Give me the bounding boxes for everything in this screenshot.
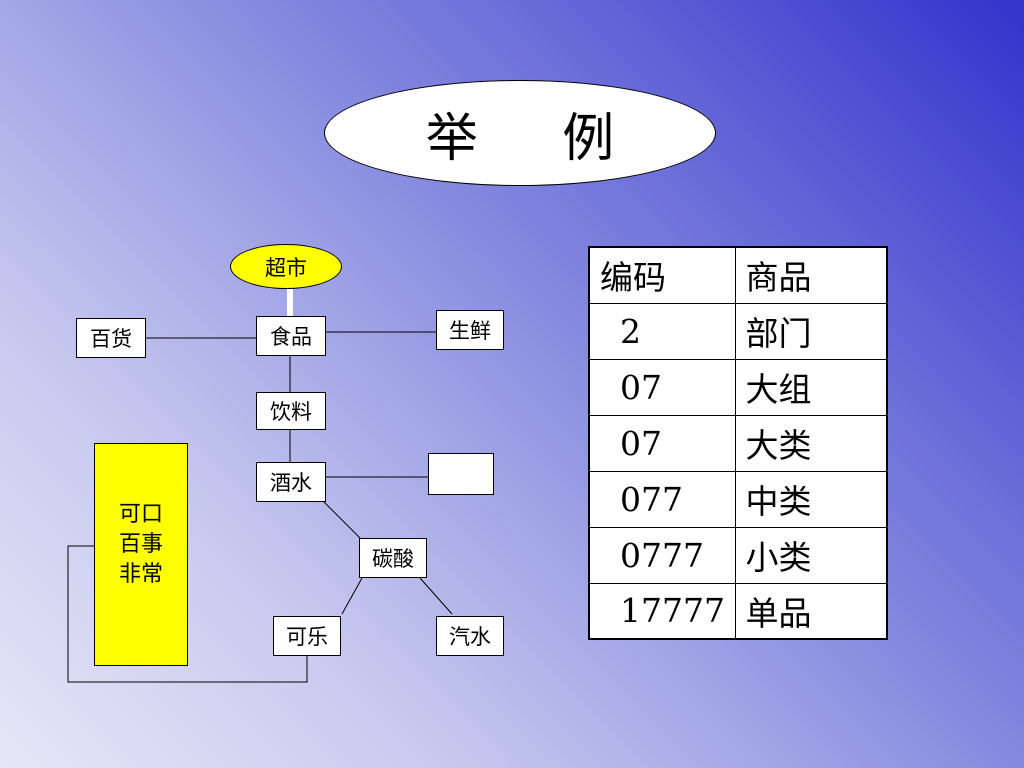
node-cola: 可乐 <box>273 616 341 656</box>
slide-title-text: 举 例 <box>425 108 649 169</box>
node-supermarket-label: 超市 <box>265 255 307 280</box>
cell-level: 小类 <box>734 526 888 584</box>
node-supermarket: 超市 <box>230 244 342 289</box>
node-liquor: 酒水 <box>256 462 326 502</box>
header-code: 编码 <box>588 246 736 304</box>
cell-code: 077 <box>588 470 736 528</box>
node-soda-water-label: 汽水 <box>449 625 491 649</box>
brand-line: 百事 <box>118 531 163 557</box>
table-row: 17777 单品 <box>588 582 888 640</box>
node-empty-box <box>428 453 494 495</box>
connector-cola-brands <box>67 545 308 683</box>
cell-code: 2 <box>588 302 736 360</box>
cell-level: 大组 <box>734 358 888 416</box>
node-liquor-label: 酒水 <box>270 471 312 495</box>
node-cola-label: 可乐 <box>286 625 328 649</box>
node-food: 食品 <box>256 316 326 356</box>
code-table: 编码 商品 2 部门 07 大组 07 大类 077 中类 0777 小类 17… <box>588 246 888 640</box>
brand-line: 非常 <box>118 561 163 587</box>
node-carbonated-label: 碳酸 <box>372 547 414 571</box>
node-general-goods: 百货 <box>76 318 146 358</box>
table-header-row: 编码 商品 <box>588 246 888 304</box>
node-carbonated: 碳酸 <box>359 538 427 578</box>
cell-level: 中类 <box>734 470 888 528</box>
node-fresh-label: 生鲜 <box>449 319 491 343</box>
table-row: 07 大类 <box>588 414 888 472</box>
node-soda-water: 汽水 <box>436 616 504 656</box>
cell-level: 部门 <box>734 302 888 360</box>
cell-code: 17777 <box>588 582 736 640</box>
node-food-label: 食品 <box>270 325 312 349</box>
node-beverages: 饮料 <box>256 392 326 430</box>
slide-title: 举 例 <box>324 80 716 186</box>
connector-liquor-soda <box>321 499 361 539</box>
node-beverages-label: 饮料 <box>270 400 312 424</box>
connector-soda-cola <box>341 577 363 615</box>
table-row: 2 部门 <box>588 302 888 360</box>
cell-code: 0777 <box>588 526 736 584</box>
header-item: 商品 <box>734 246 888 304</box>
node-general-goods-label: 百货 <box>90 327 132 351</box>
node-fresh: 生鲜 <box>436 310 504 350</box>
cell-code: 07 <box>588 358 736 416</box>
brand-list-box: 可口 百事 非常 <box>94 443 188 666</box>
cell-code: 07 <box>588 414 736 472</box>
brand-line: 可口 <box>118 501 163 527</box>
table-row: 0777 小类 <box>588 526 888 584</box>
table-row: 077 中类 <box>588 470 888 528</box>
cell-level: 单品 <box>734 582 888 640</box>
table-row: 07 大组 <box>588 358 888 416</box>
connector-soda-water <box>419 577 453 615</box>
cell-level: 大类 <box>734 414 888 472</box>
